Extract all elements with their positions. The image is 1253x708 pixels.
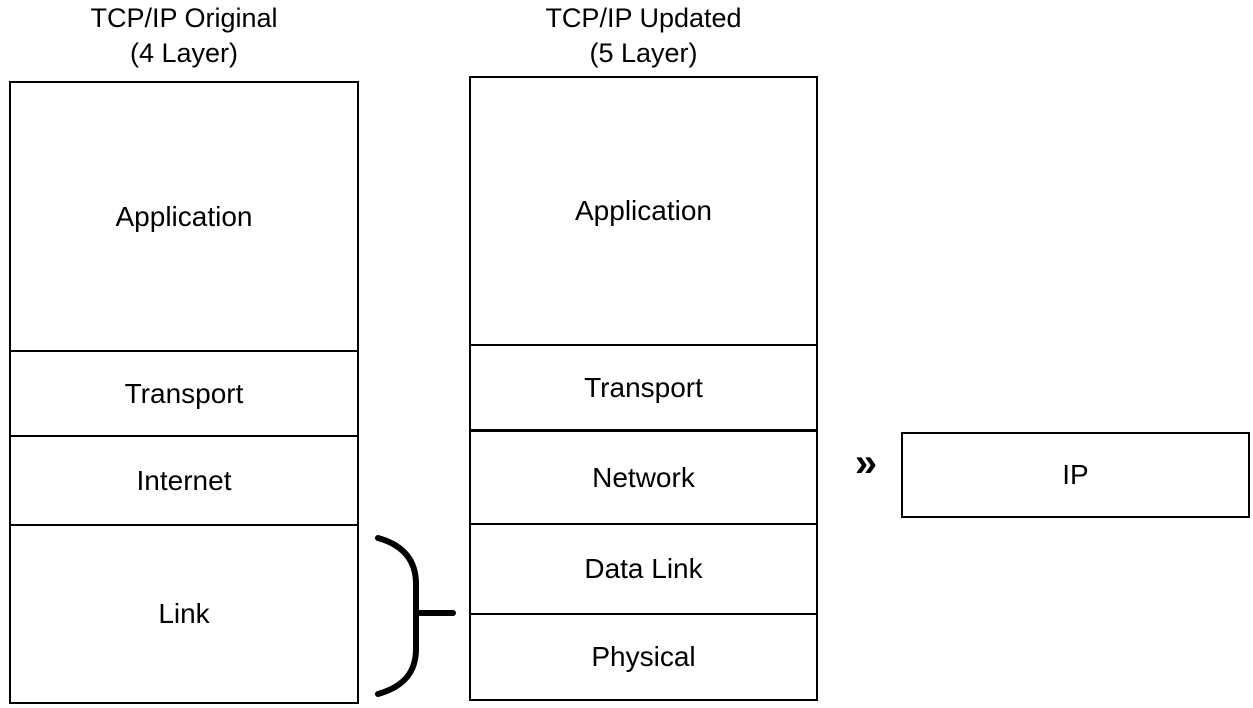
left-stack-title: TCP/IP Original (4 Layer) bbox=[9, 1, 359, 71]
ip-box-label: IP bbox=[1062, 459, 1089, 490]
left-stack: Application Transport Internet Link bbox=[9, 81, 359, 704]
layer-transport-updated: Transport bbox=[471, 346, 816, 432]
layer-label: Transport bbox=[124, 377, 244, 409]
layer-physical-updated: Physical bbox=[471, 615, 816, 699]
double-chevron-icon: » bbox=[854, 441, 878, 485]
layer-application-original: Application bbox=[11, 83, 357, 352]
layer-link-original: Link bbox=[11, 526, 357, 702]
layer-label: Internet bbox=[136, 464, 232, 496]
layer-network-updated: Network bbox=[471, 432, 816, 525]
ip-box: IP bbox=[901, 432, 1250, 518]
layer-label: Network bbox=[592, 461, 695, 493]
layer-label: Data Link bbox=[584, 553, 703, 584]
brace-connector-icon bbox=[375, 535, 456, 697]
right-stack-title-line1: TCP/IP Updated bbox=[545, 3, 742, 33]
layer-transport-original: Transport bbox=[11, 352, 357, 437]
left-stack-title-line2: (4 Layer) bbox=[129, 38, 239, 68]
layer-label: Transport bbox=[584, 371, 703, 403]
right-stack-title: TCP/IP Updated (5 Layer) bbox=[469, 1, 818, 71]
layer-datalink-updated: Data Link bbox=[471, 525, 816, 615]
left-stack-title-line1: TCP/IP Original bbox=[90, 3, 278, 33]
layer-label: Application bbox=[115, 200, 253, 232]
layer-label: Application bbox=[575, 195, 712, 226]
layer-label: Physical bbox=[591, 641, 696, 672]
layer-internet-original: Internet bbox=[11, 437, 357, 526]
right-stack: Application Transport Network Data Link … bbox=[469, 76, 818, 701]
layer-application-updated: Application bbox=[471, 78, 816, 346]
right-stack-title-line2: (5 Layer) bbox=[589, 38, 698, 68]
layer-label: Link bbox=[158, 598, 210, 629]
